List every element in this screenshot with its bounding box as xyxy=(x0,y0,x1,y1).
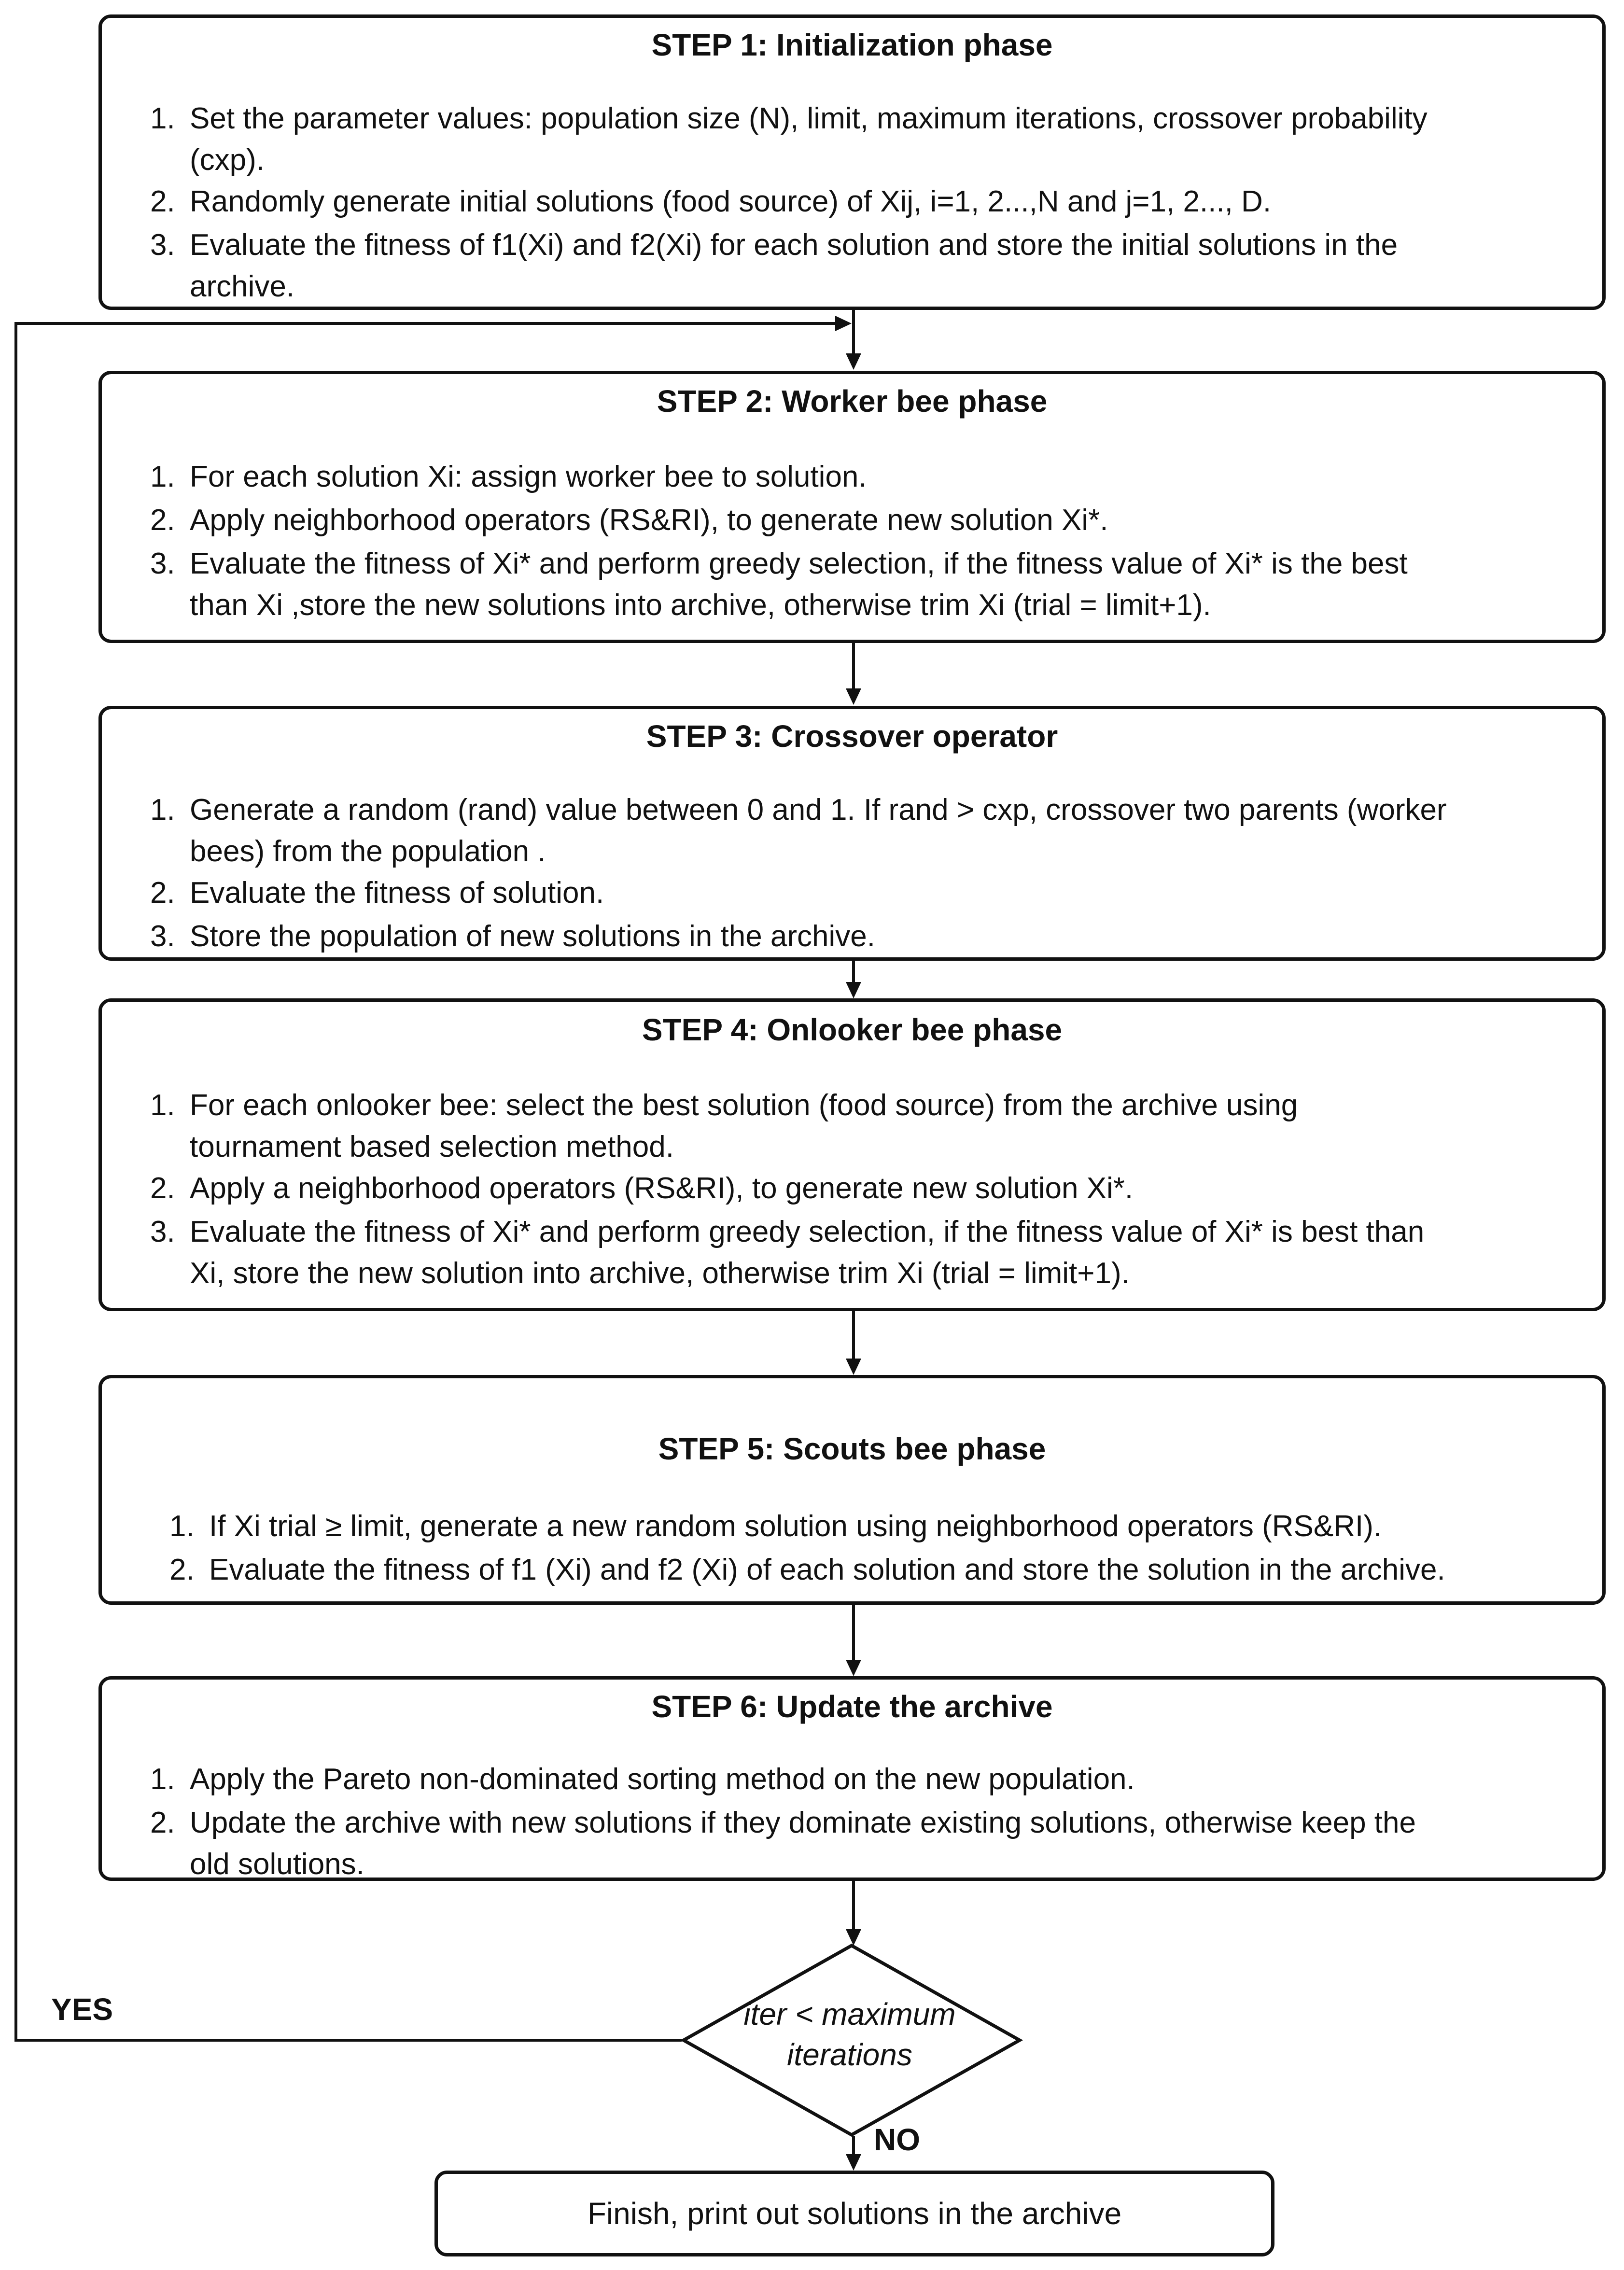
arrow-3-4 xyxy=(846,982,861,998)
connector-2-3 xyxy=(852,643,855,688)
arrow-1-2 xyxy=(846,353,861,370)
no-connector xyxy=(852,2136,855,2155)
step-6-title: STEP 6: Update the archive xyxy=(651,1689,1053,1724)
step-2-title: STEP 2: Worker bee phase xyxy=(657,384,1048,419)
list-item: 1.Apply the Pareto non-dominated sorting… xyxy=(150,1763,1135,1796)
step-3-box: STEP 3: Crossover operator 1.Generate a … xyxy=(98,706,1606,961)
arrow-2-3 xyxy=(846,688,861,705)
step-3-title: STEP 3: Crossover operator xyxy=(646,719,1058,754)
decision-diamond xyxy=(680,1943,1023,2137)
connector-4-5 xyxy=(852,1311,855,1359)
arrow-5-6 xyxy=(846,1660,861,1676)
list-item: 2.Update the archive with new solutions … xyxy=(150,1806,1416,1881)
arrow-6-decision xyxy=(846,1929,861,1946)
step-4-box: STEP 4: Onlooker bee phase 1. For each o… xyxy=(98,998,1606,1311)
list-item: 1.Generate a random (rand) value between… xyxy=(150,793,1447,868)
decision-line-1: iter < maximum xyxy=(743,1997,956,2032)
step-5-title: STEP 5: Scouts bee phase xyxy=(658,1431,1046,1466)
list-item: 3.Evaluate the fitness of f1(Xi) and f2(… xyxy=(150,228,1398,303)
list-item: 3.Evaluate the fitness of Xi* and perfor… xyxy=(150,547,1408,622)
list-item: 1. For each onlooker bee: select the bes… xyxy=(150,1089,1298,1163)
list-item: 1.If Xi trial ≥ limit, generate a new ra… xyxy=(169,1510,1382,1543)
list-item: 3.Store the population of new solutions … xyxy=(150,920,876,953)
yes-loop-vertical xyxy=(14,322,17,2042)
connector-3-4 xyxy=(852,961,855,982)
list-item: 2.Randomly generate initial solutions (f… xyxy=(150,185,1272,218)
decision-text: iter < maximum iterations xyxy=(686,1994,1014,2075)
finish-box: Finish, print out solutions in the archi… xyxy=(434,2171,1274,2256)
step-5-box: STEP 5: Scouts bee phase 1.If Xi trial ≥… xyxy=(98,1375,1606,1605)
list-item: 2.Evaluate the fitness of solution. xyxy=(150,876,604,910)
yes-loop-horizontal-bottom xyxy=(14,2039,682,2042)
list-item: 2.Apply a neighborhood operators (RS&RI)… xyxy=(150,1172,1134,1205)
connector-6-decision xyxy=(852,1881,855,1929)
list-item: 1.For each solution Xi: assign worker be… xyxy=(150,460,867,493)
list-item: 2.Evaluate the fitness of f1 (Xi) and f2… xyxy=(169,1553,1445,1586)
connector-5-6 xyxy=(852,1605,855,1660)
step-2-box: STEP 2: Worker bee phase 1.For each solu… xyxy=(98,371,1606,643)
list-item: 2.Apply neighborhood operators (RS&RI), … xyxy=(150,504,1108,537)
decision-line-2: iterations xyxy=(787,2037,912,2072)
connector-1-2 xyxy=(852,310,855,353)
finish-text: Finish, print out solutions in the archi… xyxy=(587,2196,1122,2231)
arrow-4-5 xyxy=(846,1359,861,1375)
step-1-box: STEP 1: Initialization phase 1.Set the p… xyxy=(98,14,1606,310)
no-arrow xyxy=(846,2154,861,2171)
list-item: 3.Evaluate the fitness of Xi* and perfor… xyxy=(150,1215,1425,1290)
step-6-box: STEP 6: Update the archive 1.Apply the P… xyxy=(98,1676,1606,1881)
step-4-title: STEP 4: Onlooker bee phase xyxy=(642,1012,1063,1047)
step-1-title: STEP 1: Initialization phase xyxy=(651,28,1053,62)
yes-loop-horizontal-top xyxy=(14,322,835,325)
list-item: 1.Set the parameter values: population s… xyxy=(150,102,1428,177)
no-label: NO xyxy=(874,2122,920,2157)
yes-label: YES xyxy=(51,1992,113,2027)
yes-loop-arrow xyxy=(835,316,852,331)
